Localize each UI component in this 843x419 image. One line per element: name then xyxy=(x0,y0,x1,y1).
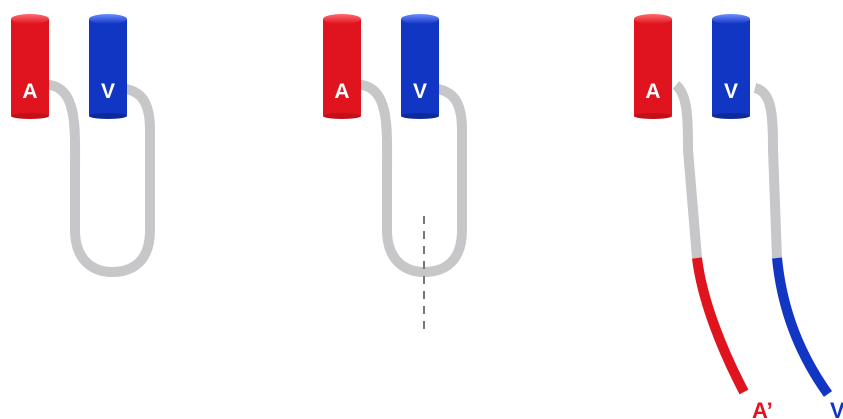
venous-label: V xyxy=(101,80,115,103)
venous-tube-grey xyxy=(753,83,782,259)
venous-cap: V xyxy=(401,14,439,119)
catheter-loop xyxy=(357,80,467,278)
panel-cut-line: A V xyxy=(323,14,467,334)
catheter-loop xyxy=(45,80,155,278)
venous-cap: V xyxy=(712,14,750,119)
arterial-cap: A xyxy=(11,14,49,119)
arterial-cap: A xyxy=(634,14,672,119)
arterial-tube-grey xyxy=(672,81,702,259)
panel-intact-loop: A V xyxy=(11,14,155,278)
venous-cap: V xyxy=(89,14,127,119)
venous-tube-blue xyxy=(772,257,833,397)
venous-end-label: V’ xyxy=(830,398,843,419)
arterial-tube-red xyxy=(692,257,749,395)
arterial-end-label: A’ xyxy=(752,398,773,419)
arterial-cap: A xyxy=(323,14,361,119)
venous-label: V xyxy=(724,80,738,103)
arterial-label: A xyxy=(22,80,37,103)
panel-cut-ends: A V A’ V’ xyxy=(634,14,843,419)
arterial-label: A xyxy=(645,80,660,103)
venous-label: V xyxy=(413,80,427,103)
arterial-label: A xyxy=(334,80,349,103)
